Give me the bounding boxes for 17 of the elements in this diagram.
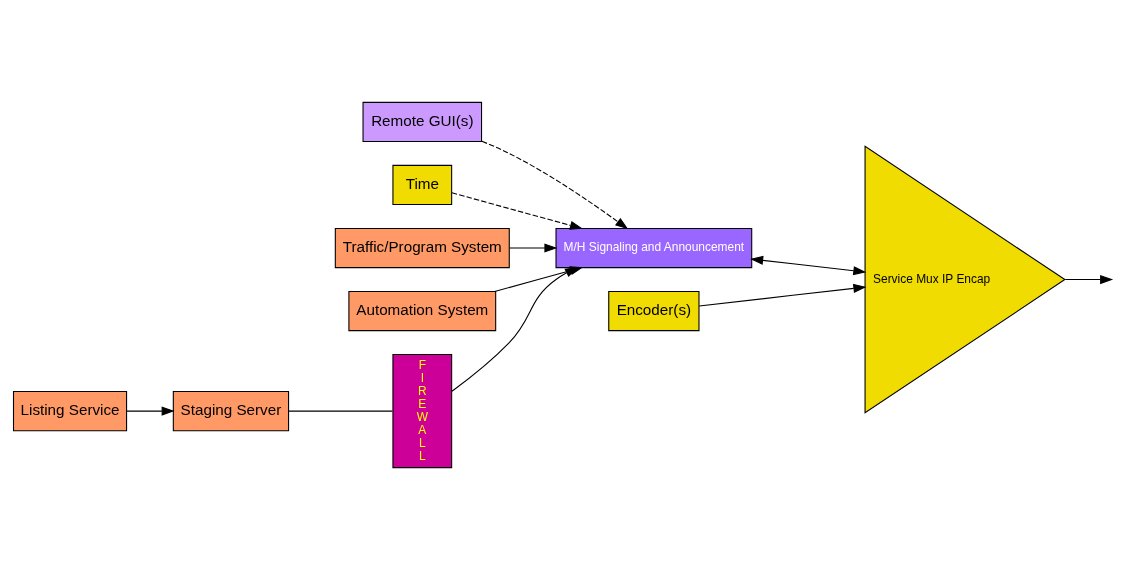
node-box: Time (392, 164, 453, 206)
node-box: Remote GUI(s) (362, 101, 483, 143)
node-box: Listing Service (12, 391, 128, 432)
arrow (1064, 275, 1114, 285)
node-box: Automation System (348, 290, 497, 332)
arrow (750, 255, 867, 276)
node-box: Encoder(s) (608, 290, 700, 332)
connector (288, 410, 393, 412)
arrow (508, 243, 558, 253)
arrow (481, 140, 629, 230)
arrow (126, 406, 175, 416)
node-box: Staging Server (172, 391, 290, 432)
node-box: FIREWALL (392, 354, 453, 469)
node-box: Traffic/Program System (334, 227, 510, 269)
arrow (698, 283, 867, 307)
arrow (451, 192, 583, 230)
node-box: M/H Signaling and Announcement (555, 227, 753, 269)
